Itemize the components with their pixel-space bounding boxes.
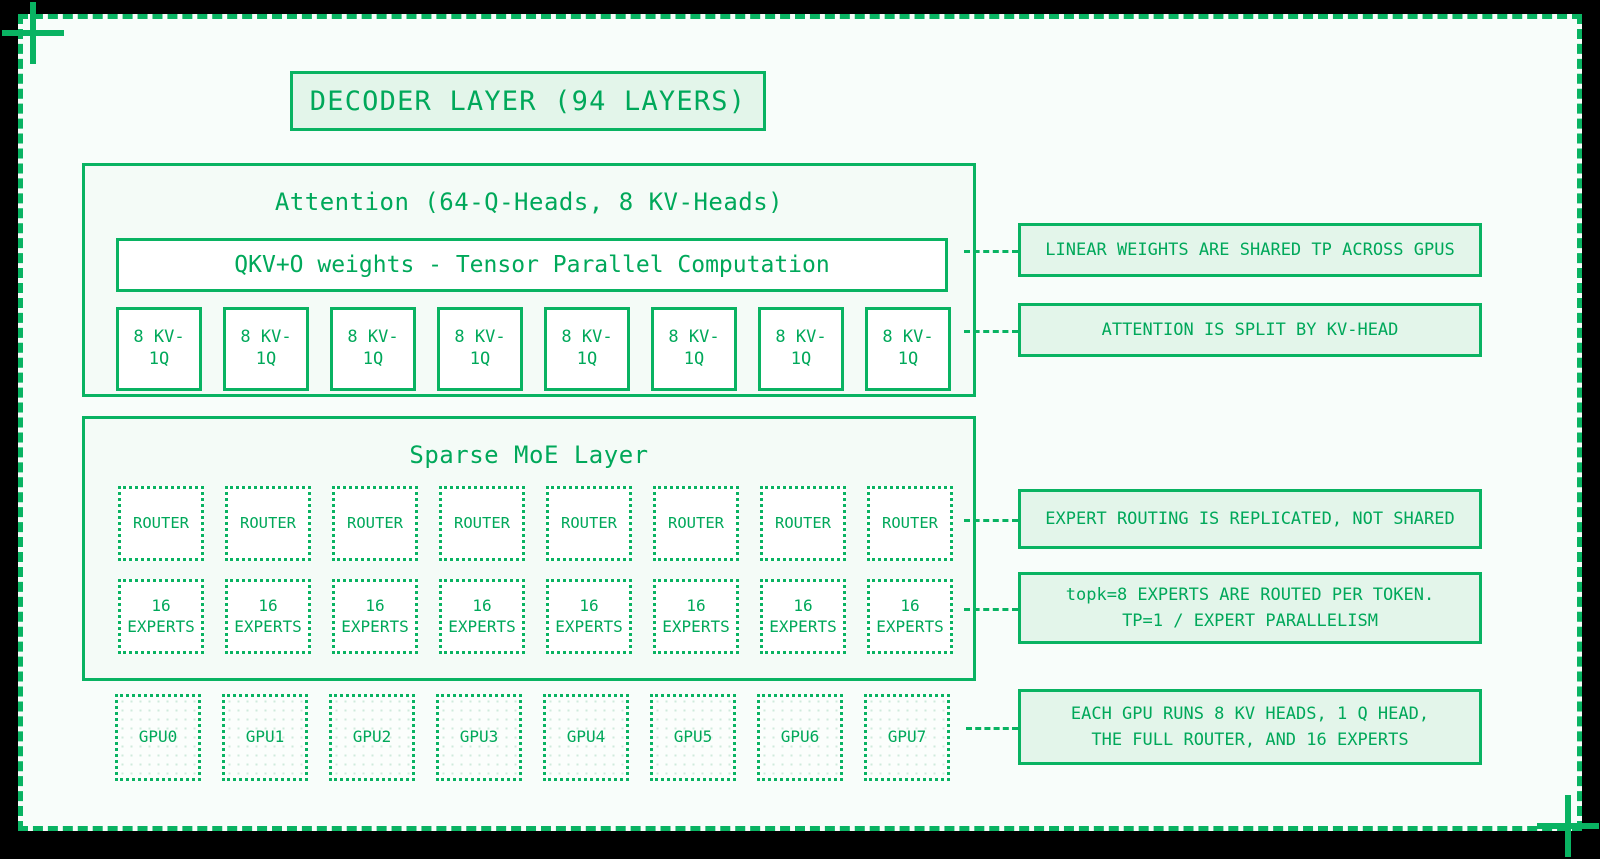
note-each-gpu: EACH GPU RUNS 8 KV HEADS, 1 Q HEAD, THE … (1018, 689, 1482, 765)
expert-cell: 16 EXPERTS (439, 579, 525, 654)
connector-topk (964, 608, 1018, 611)
expert-cell: 16 EXPERTS (867, 579, 953, 654)
router-cell: ROUTER (225, 486, 311, 561)
expert-cell: 16 EXPERTS (760, 579, 846, 654)
kv-head-line2: 1Q (362, 349, 384, 369)
kv-head-line2: 1Q (255, 349, 277, 369)
expert-count: 16 (793, 596, 813, 616)
connector-attention-split (964, 330, 1018, 333)
expert-label: EXPERTS (448, 616, 516, 636)
kv-head-cell: 8 KV- 1Q (758, 307, 844, 391)
gpu-cell-5: GPU5 (650, 694, 736, 781)
connector-each-gpu (966, 727, 1018, 730)
gpu-cell-0: GPU0 (115, 694, 201, 781)
router-cell: ROUTER (118, 486, 204, 561)
kv-head-cell: 8 KV- 1Q (223, 307, 309, 391)
expert-count: 16 (472, 596, 492, 616)
kv-head-line1: 8 KV- (454, 327, 506, 348)
note-each-gpu-line2: THE FULL ROUTER, AND 16 EXPERTS (1091, 730, 1409, 750)
kv-head-line1: 8 KV- (133, 327, 185, 348)
kv-head-line1: 8 KV- (347, 327, 399, 348)
kv-head-line2: 1Q (148, 349, 170, 369)
kv-head-cell: 8 KV- 1Q (116, 307, 202, 391)
attention-panel: Attention (64-Q-Heads, 8 KV-Heads) QKV+O… (82, 163, 976, 397)
kv-head-line2: 1Q (897, 349, 919, 369)
expert-label: EXPERTS (341, 616, 409, 636)
gpu-cell-3: GPU3 (436, 694, 522, 781)
connector-expert-routing (964, 519, 1018, 522)
kv-head-line2: 1Q (576, 349, 598, 369)
router-row: ROUTER ROUTER ROUTER ROUTER ROUTER ROUTE… (118, 486, 953, 561)
note-topk-line2: TP=1 / EXPERT PARALLELISM (1122, 611, 1378, 631)
note-topk-line1: topk=8 EXPERTS ARE ROUTED PER TOKEN. (1065, 584, 1435, 605)
expert-cell: 16 EXPERTS (332, 579, 418, 654)
kv-head-line1: 8 KV- (882, 327, 934, 348)
expert-count: 16 (579, 596, 599, 616)
gpu-cell-2: GPU2 (329, 694, 415, 781)
expert-count: 16 (258, 596, 278, 616)
expert-label: EXPERTS (555, 616, 623, 636)
router-cell: ROUTER (867, 486, 953, 561)
kv-head-cell: 8 KV- 1Q (437, 307, 523, 391)
expert-cell: 16 EXPERTS (118, 579, 204, 654)
kv-head-line1: 8 KV- (561, 327, 613, 348)
kv-head-line1: 8 KV- (775, 327, 827, 348)
expert-cell: 16 EXPERTS (546, 579, 632, 654)
note-linear-weights: LINEAR WEIGHTS ARE SHARED TP ACROSS GPUS (1018, 223, 1482, 277)
expert-label: EXPERTS (234, 616, 302, 636)
note-each-gpu-line1: EACH GPU RUNS 8 KV HEADS, 1 Q HEAD, (1070, 703, 1430, 724)
expert-count: 16 (900, 596, 920, 616)
connector-linear-weights (964, 250, 1018, 253)
kv-head-line1: 8 KV- (240, 327, 292, 348)
kv-head-cell: 8 KV- 1Q (651, 307, 737, 391)
gpu-row: GPU0 GPU1 GPU2 GPU3 GPU4 GPU5 GPU6 GPU7 (115, 694, 950, 781)
expert-label: EXPERTS (876, 616, 944, 636)
router-cell: ROUTER (332, 486, 418, 561)
kv-head-line1: 8 KV- (668, 327, 720, 348)
note-expert-routing: EXPERT ROUTING IS REPLICATED, NOT SHARED (1018, 489, 1482, 549)
expert-label: EXPERTS (662, 616, 730, 636)
kv-head-cell: 8 KV- 1Q (865, 307, 951, 391)
expert-row: 16 EXPERTS 16 EXPERTS 16 EXPERTS 16 EXPE… (118, 579, 953, 654)
kv-head-line2: 1Q (469, 349, 491, 369)
kv-head-cell: 8 KV- 1Q (330, 307, 416, 391)
note-attention-split: ATTENTION IS SPLIT BY KV-HEAD (1018, 303, 1482, 357)
gpu-cell-6: GPU6 (757, 694, 843, 781)
kv-head-row: 8 KV- 1Q 8 KV- 1Q 8 KV- 1Q 8 KV- 1Q 8 KV… (116, 307, 951, 391)
expert-count: 16 (365, 596, 385, 616)
expert-count: 16 (151, 596, 171, 616)
sparse-moe-panel: Sparse MoE Layer ROUTER ROUTER ROUTER RO… (82, 416, 976, 681)
router-cell: ROUTER (439, 486, 525, 561)
router-cell: ROUTER (546, 486, 632, 561)
diagram-content: DECODER LAYER (94 LAYERS) Attention (64-… (18, 14, 1582, 831)
kv-head-line2: 1Q (790, 349, 812, 369)
expert-cell: 16 EXPERTS (653, 579, 739, 654)
kv-head-cell: 8 KV- 1Q (544, 307, 630, 391)
expert-cell: 16 EXPERTS (225, 579, 311, 654)
gpu-cell-4: GPU4 (543, 694, 629, 781)
expert-label: EXPERTS (127, 616, 195, 636)
moe-heading: Sparse MoE Layer (409, 441, 649, 469)
expert-label: EXPERTS (769, 616, 837, 636)
qkvo-weights-box: QKV+O weights - Tensor Parallel Computat… (116, 238, 948, 292)
note-topk-routing: topk=8 EXPERTS ARE ROUTED PER TOKEN. TP=… (1018, 572, 1482, 644)
router-cell: ROUTER (760, 486, 846, 561)
gpu-cell-1: GPU1 (222, 694, 308, 781)
expert-count: 16 (686, 596, 706, 616)
kv-head-line2: 1Q (683, 349, 705, 369)
page-title: DECODER LAYER (94 LAYERS) (290, 71, 766, 131)
router-cell: ROUTER (653, 486, 739, 561)
attention-heading: Attention (64-Q-Heads, 8 KV-Heads) (274, 188, 784, 216)
gpu-cell-7: GPU7 (864, 694, 950, 781)
